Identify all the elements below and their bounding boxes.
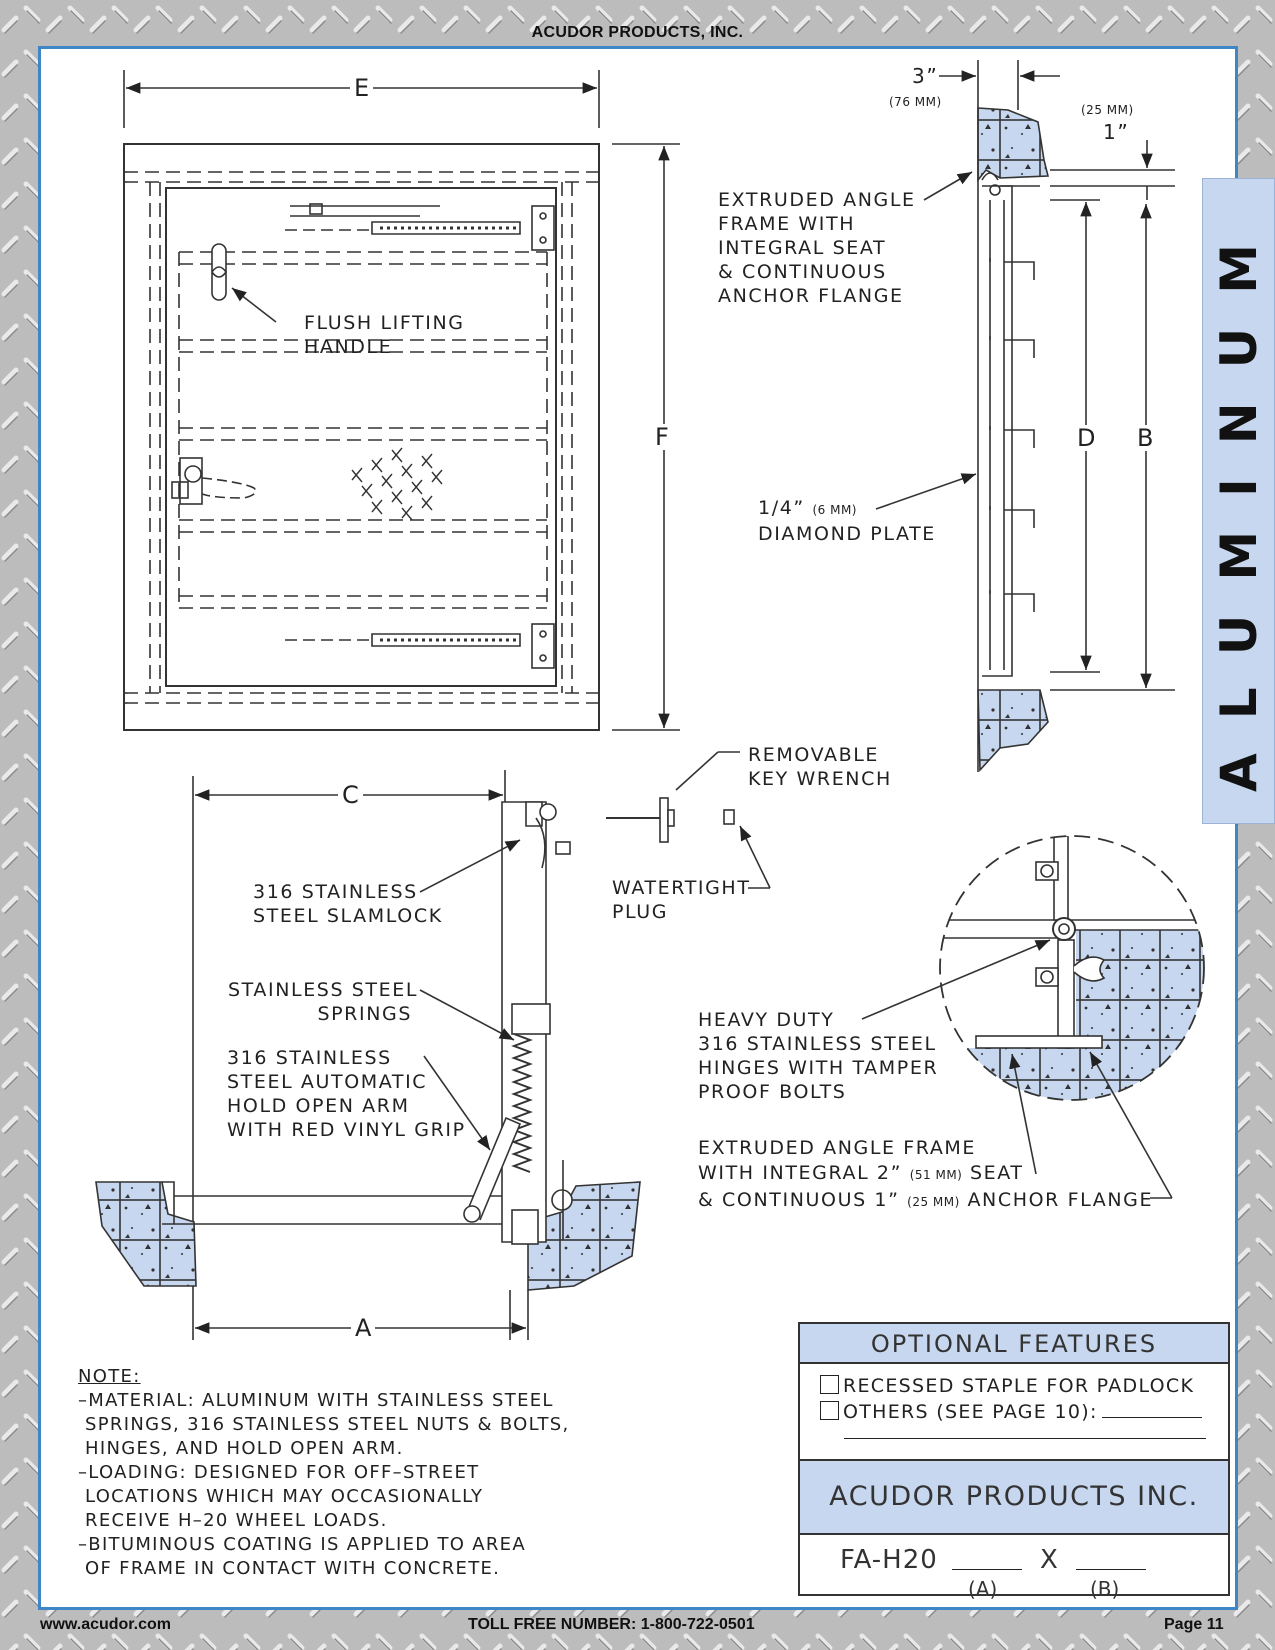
notes-title: NOTE: — [78, 1366, 141, 1387]
footer-page-number: Page 11 — [1164, 1616, 1224, 1633]
dim-three-in: 3” — [912, 64, 939, 88]
model-number-row: FA-H20 X (A) (B) — [800, 1535, 1228, 1625]
key-wrench-plug — [606, 751, 771, 889]
callout-line: STEEL SLAMLOCK — [253, 905, 443, 927]
option-label: OTHERS (SEE PAGE 10): — [843, 1401, 1098, 1423]
label-b: (B) — [1090, 1577, 1120, 1601]
side-section — [875, 60, 1175, 773]
callout-line: WITH RED VINYL GRIP — [227, 1119, 466, 1141]
callout-line: EXTRUDED ANGLE FRAME — [698, 1137, 977, 1159]
option-others: OTHERS (SEE PAGE 10): — [800, 1399, 1228, 1424]
callout-line: (6 MM) — [812, 503, 857, 517]
callout-line: & CONTINUOUS — [718, 261, 887, 283]
callout-diamond-plate: 1/4” (6 MM) DIAMOND PLATE — [758, 496, 936, 546]
callout-line: HEAVY DUTY — [698, 1009, 835, 1031]
callout-line: HOLD OPEN ARM — [227, 1095, 410, 1117]
callout-frame-angle: EXTRUDED ANGLE FRAME WITH INTEGRAL SEAT … — [718, 188, 916, 308]
callout-line: DIAMOND PLATE — [758, 523, 936, 545]
callout-line: 316 STAINLESS — [253, 881, 418, 903]
callout-key-wrench: REMOVABLE KEY WRENCH — [748, 743, 892, 791]
callout-line: EXTRUDED ANGLE — [718, 189, 916, 211]
dim-c: C — [338, 782, 363, 808]
model-code: FA-H20 — [840, 1545, 938, 1575]
title-block: OPTIONAL FEATURES RECESSED STAPLE FOR PA… — [798, 1322, 1230, 1601]
option-padlock: RECESSED STAPLE FOR PADLOCK — [800, 1374, 1228, 1399]
note-line: OF FRAME IN CONTACT WITH CONCRETE. — [78, 1558, 501, 1579]
dim-f: F — [651, 424, 673, 450]
callout-line: REMOVABLE — [748, 744, 880, 766]
callout-line: SPRINGS — [317, 1003, 412, 1025]
callout-line: FRAME WITH — [718, 213, 856, 235]
callout-lifting-handle: FLUSH LIFTING HANDLE — [304, 311, 465, 359]
callout-line: INTEGRAL SEAT — [718, 237, 887, 259]
dim-a: A — [351, 1315, 376, 1341]
others-checkbox[interactable] — [820, 1401, 839, 1420]
dim-b: B — [1133, 425, 1158, 451]
padlock-checkbox[interactable] — [820, 1375, 839, 1394]
callout-line: PLUG — [612, 901, 669, 923]
aluminum-side-tab: ALUMINUM — [1202, 178, 1275, 824]
callout-slamlock: 316 STAINLESS STEEL SLAMLOCK — [253, 880, 443, 928]
title-block-company: ACUDOR PRODUCTS INC. — [800, 1459, 1228, 1535]
note-line: SPRINGS, 316 STAINLESS STEEL NUTS & BOLT… — [78, 1414, 570, 1435]
callout-line: ANCHOR FLANGE — [967, 1189, 1154, 1211]
callout-frame-seat: EXTRUDED ANGLE FRAME WITH INTEGRAL 2” (5… — [698, 1136, 1153, 1215]
dim-e: E — [350, 75, 374, 101]
callout-line: & CONTINUOUS 1” — [698, 1189, 900, 1211]
note-line: LOCATIONS WHICH MAY OCCASIONALLY — [78, 1486, 484, 1507]
footer-website[interactable]: www.acudor.com — [40, 1616, 171, 1633]
callout-line: HANDLE — [304, 336, 393, 358]
callout-line: SEAT — [970, 1162, 1024, 1184]
diamond-plate-swatch — [351, 447, 443, 521]
label-a: (A) — [968, 1577, 998, 1601]
callout-line: 316 STAINLESS — [227, 1047, 392, 1069]
callout-line: FLUSH LIFTING — [304, 312, 465, 334]
optional-features-heading: OPTIONAL FEATURES — [800, 1324, 1228, 1364]
callout-line: KEY WRENCH — [748, 768, 892, 790]
option-label: RECESSED STAPLE FOR PADLOCK — [843, 1375, 1195, 1397]
callout-line: 316 STAINLESS STEEL — [698, 1033, 937, 1055]
callout-line: STAINLESS STEEL — [228, 979, 419, 1001]
callout-line: WATERTIGHT — [612, 877, 751, 899]
callout-line: 1/4” — [758, 497, 805, 519]
callout-line: HINGES WITH TAMPER — [698, 1057, 939, 1079]
dim-three-mm: (76 MM) — [889, 95, 942, 109]
callout-hold-arm: 316 STAINLESS STEEL AUTOMATIC HOLD OPEN … — [227, 1046, 466, 1142]
dim-one-mm: (25 MM) — [1081, 103, 1134, 117]
others-blank-line-2[interactable] — [844, 1436, 1206, 1439]
blank-a[interactable] — [952, 1569, 1022, 1570]
note-line: RECEIVE H–20 WHEEL LOADS. — [78, 1510, 388, 1531]
callout-mm: (51 MM) — [909, 1168, 963, 1182]
note-line: –LOADING: DESIGNED FOR OFF–STREET — [78, 1462, 480, 1483]
callout-line: STEEL AUTOMATIC — [227, 1071, 428, 1093]
hinge-detail — [861, 835, 1205, 1199]
dim-d: D — [1073, 425, 1100, 451]
others-blank-line[interactable] — [1101, 1399, 1202, 1418]
callout-line: ANCHOR FLANGE — [718, 285, 904, 307]
company-header: ACUDOR PRODUCTS, INC. — [531, 24, 744, 41]
times-symbol: X — [1040, 1545, 1058, 1575]
callout-hinges: HEAVY DUTY 316 STAINLESS STEEL HINGES WI… — [698, 1008, 938, 1104]
note-line: HINGES, AND HOLD OPEN ARM. — [78, 1438, 404, 1459]
note-line: –MATERIAL: ALUMINUM WITH STAINLESS STEEL — [78, 1390, 554, 1411]
callout-line: WITH INTEGRAL 2” — [698, 1162, 903, 1184]
dim-one-in: 1” — [1103, 120, 1130, 144]
callout-plug: WATERTIGHT PLUG — [612, 876, 751, 924]
callout-line: PROOF BOLTS — [698, 1081, 847, 1103]
callout-mm: (25 MM) — [907, 1195, 960, 1209]
callout-springs: STAINLESS STEEL SPRINGS — [228, 978, 419, 1026]
note-line: –BITUMINOUS COATING IS APPLIED TO AREA — [78, 1534, 526, 1555]
plan-view — [123, 70, 680, 731]
notes-block: NOTE: –MATERIAL: ALUMINUM WITH STAINLESS … — [78, 1365, 570, 1581]
blank-b[interactable] — [1076, 1569, 1146, 1570]
footer-toll-free: TOLL FREE NUMBER: 1-800-722-0501 — [468, 1616, 755, 1633]
